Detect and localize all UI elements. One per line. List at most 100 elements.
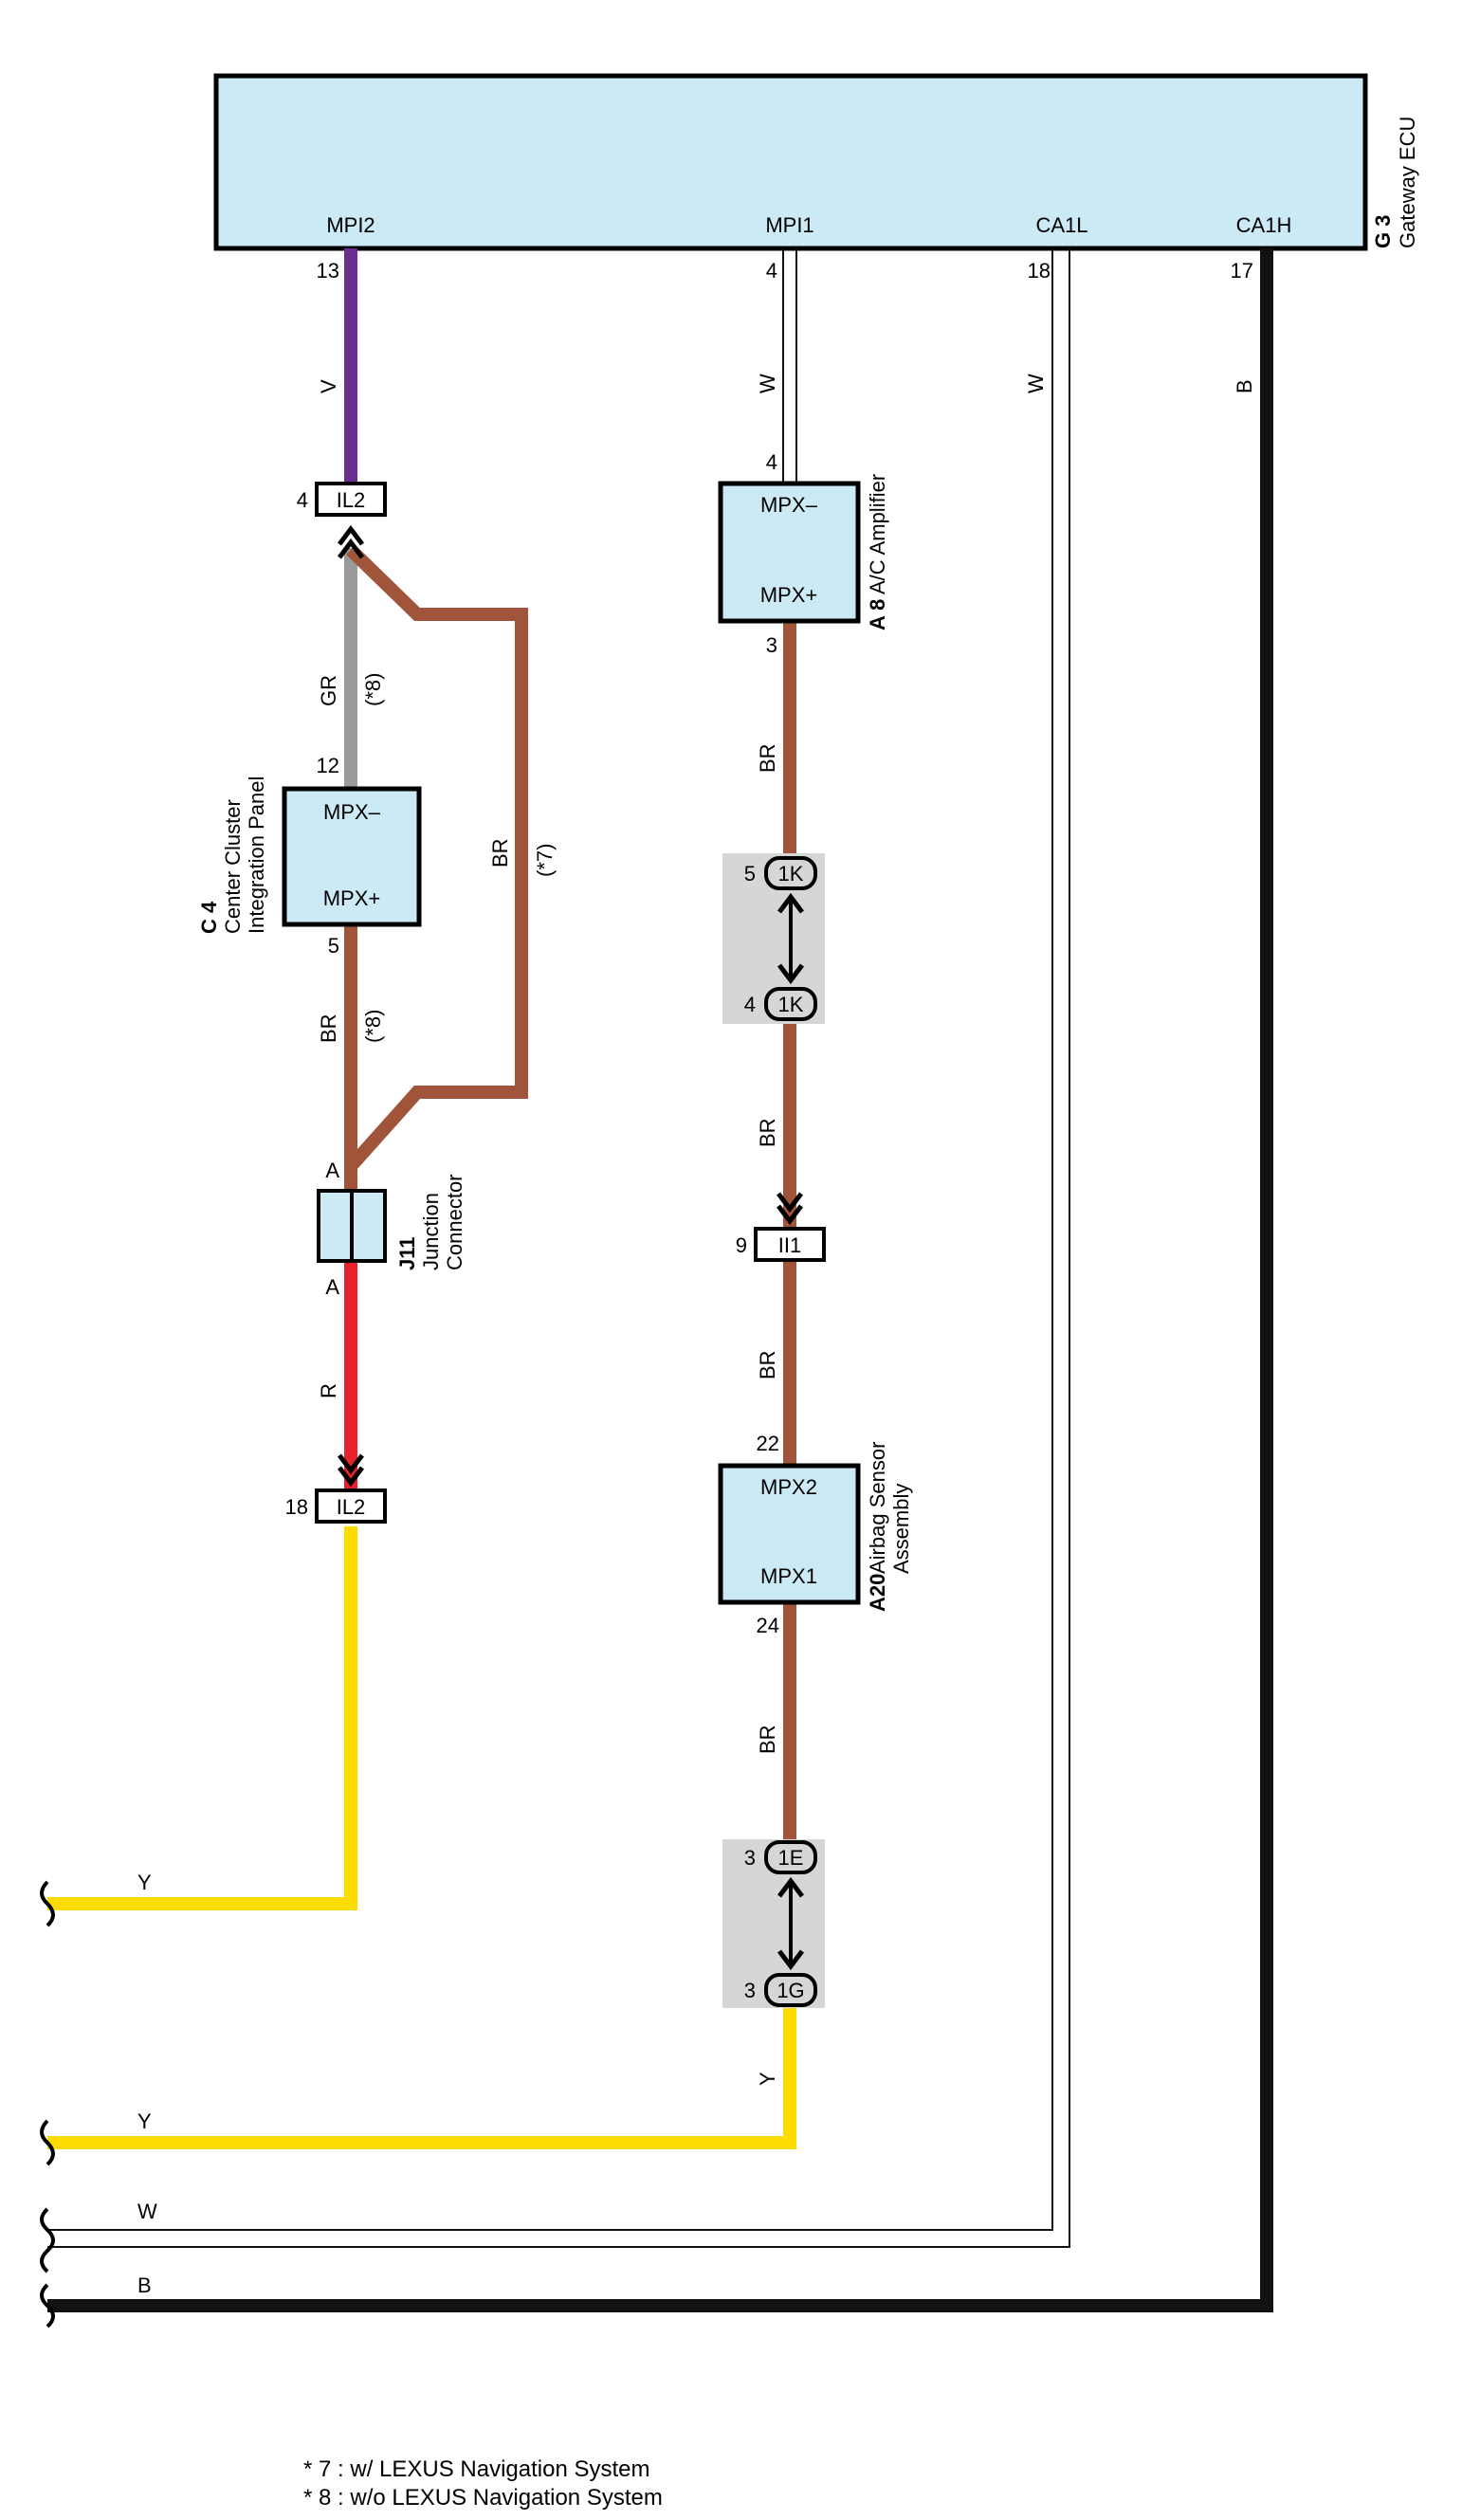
a8-pin-bottom: 3: [766, 633, 777, 657]
ecu-pin-number-mpi2: 13: [317, 259, 339, 283]
wire-label-br-c4-note: (*8): [361, 1010, 385, 1043]
wire-label-br-c4: BR: [317, 1013, 340, 1043]
a20-top-pin-label: MPX2: [760, 1475, 817, 1499]
wire-label-br-a8: BR: [756, 743, 779, 773]
ecu-pin-ca1h-label: CA1H: [1236, 213, 1292, 237]
wire-label-b-ca1h: B: [1233, 379, 1256, 393]
1e-pin: 3: [744, 1846, 756, 1870]
wire-label-v: V: [317, 379, 340, 393]
footnotes: * 7 : w/ LEXUS Navigation System * 8 : w…: [303, 2456, 663, 2512]
c4-bottom-pin-label: MPX+: [323, 886, 381, 910]
a20-pin-top: 22: [757, 1432, 779, 1455]
wire-y-upper: [47, 1526, 357, 1910]
ecu-code: G 3: [1371, 215, 1395, 248]
a8-code: A 8: [866, 599, 889, 630]
il2-top-name: IL2: [337, 488, 366, 512]
a20-bottom-pin-label: MPX1: [760, 1564, 817, 1588]
wire-end-y-upper: [40, 1880, 55, 1927]
c4-name-line1: Center Cluster: [221, 799, 245, 934]
wire-label-br-bypass: BR: [488, 838, 512, 867]
a20-pin-bottom: 24: [757, 1614, 779, 1637]
ii1-connector: [754, 1227, 826, 1262]
ecu-name: Gateway ECU: [1396, 117, 1419, 248]
c4-pin-bottom: 5: [328, 934, 339, 958]
il2-top-connector: [315, 482, 387, 517]
ecu-pin-number-mpi1: 4: [766, 259, 777, 283]
ecu-pin-number-ca1l: 18: [1028, 259, 1051, 283]
ii1-arrow-icon: [777, 1192, 803, 1226]
j11-name-line2: Connector: [443, 1174, 466, 1270]
a8-top-pin-label: MPX–: [760, 493, 818, 517]
1k-pin-bottom: 4: [744, 993, 756, 1016]
1k-arrow-up-icon: [777, 892, 804, 914]
il2-bottom-name: IL2: [337, 1495, 366, 1519]
1k-bottom-connector: [764, 987, 817, 1021]
c4-code: C 4: [197, 901, 221, 934]
wire-label-w-ca1l: W: [1024, 374, 1048, 393]
footnote-8: * 8 : w/o LEXUS Navigation System: [303, 2485, 663, 2511]
gateway-ecu-box: [213, 73, 1368, 251]
wire-end-w: [40, 2207, 55, 2273]
il2-top-arrow-icon: [338, 524, 364, 559]
wire-label-gr-note: (*8): [361, 673, 385, 706]
wire-label-y-lower: Y: [137, 2109, 152, 2133]
1k-top-name: 1K: [778, 862, 804, 886]
1e-arrow-up-icon: [777, 1876, 804, 1898]
j11-pin-top: A: [325, 1159, 339, 1182]
a8-bottom-pin-label: MPX+: [760, 583, 818, 607]
a20-name-line2: Assembly: [889, 1484, 913, 1574]
a20-box: [718, 1463, 861, 1605]
wire-label-br-ii1: BR: [756, 1350, 779, 1379]
1k-bottom-name: 1K: [778, 993, 804, 1016]
wire-label-b-bottom: B: [137, 2273, 152, 2297]
1k-arrow-down-icon: [777, 963, 804, 985]
wire-end-b: [40, 2283, 55, 2328]
ecu-pin-mpi1-label: MPI1: [765, 213, 813, 237]
footnote-7: * 7 : w/ LEXUS Navigation System: [303, 2456, 650, 2482]
wire-b: [47, 248, 1273, 2312]
c4-pin-top: 12: [317, 754, 339, 777]
wire-label-br-1k: BR: [756, 1118, 779, 1147]
j11-pin-bottom: A: [325, 1275, 339, 1299]
il2-bottom-connector: [315, 1488, 387, 1524]
wire-br-bypass: [346, 544, 528, 1169]
ecu-pin-mpi2-label: MPI2: [326, 213, 375, 237]
wire-y-lower: [47, 2005, 796, 2149]
a20-name-line1: Airbag Sensor: [866, 1442, 889, 1574]
ecu-pin-number-ca1h: 17: [1231, 259, 1253, 283]
wire-label-gr: GR: [317, 675, 340, 706]
il2-top-pin: 4: [297, 488, 308, 512]
1g-name: 1G: [777, 1979, 804, 2002]
wire-label-y-1g: Y: [756, 2072, 779, 2086]
1k-pin-top: 5: [744, 862, 756, 886]
wire-label-w-bottom: W: [137, 2200, 157, 2223]
ii1-pin: 9: [736, 1233, 747, 1257]
1e-connector: [764, 1840, 817, 1874]
a8-name: A/C Amplifier: [866, 474, 889, 594]
j11-name-line1: Junction: [419, 1193, 443, 1270]
wire-end-y-lower: [40, 2119, 55, 2166]
j11-code: J11: [395, 1237, 419, 1271]
ecu-pin-ca1l-label: CA1L: [1035, 213, 1087, 237]
c4-top-pin-label: MPX–: [323, 800, 381, 824]
c4-box: [282, 786, 422, 927]
wire-label-br-bypass-note: (*7): [533, 844, 557, 877]
1g-connector: [764, 1973, 817, 2007]
1g-arrow-down-icon: [777, 1949, 804, 1971]
a20-code: A20: [866, 1574, 889, 1612]
ii1-name: II1: [778, 1233, 801, 1257]
wire-w-ca1l-a: [47, 248, 1053, 2231]
a8-box: [718, 481, 861, 624]
c4-name-line2: Integration Panel: [245, 776, 268, 934]
wire-label-br-a20: BR: [756, 1725, 779, 1754]
wire-label-w-mpi1: W: [756, 374, 779, 393]
1k-top-connector: [764, 856, 817, 890]
1e-name: 1E: [778, 1846, 804, 1870]
il2-bottom-pin: 18: [285, 1495, 308, 1519]
1g-pin: 3: [744, 1979, 756, 2002]
wire-label-y-upper: Y: [137, 1871, 152, 1894]
wire-w-ca1l-b: [47, 248, 1070, 2248]
il2-bottom-arrow-icon: [338, 1453, 364, 1488]
a8-pin-top: 4: [766, 450, 777, 474]
